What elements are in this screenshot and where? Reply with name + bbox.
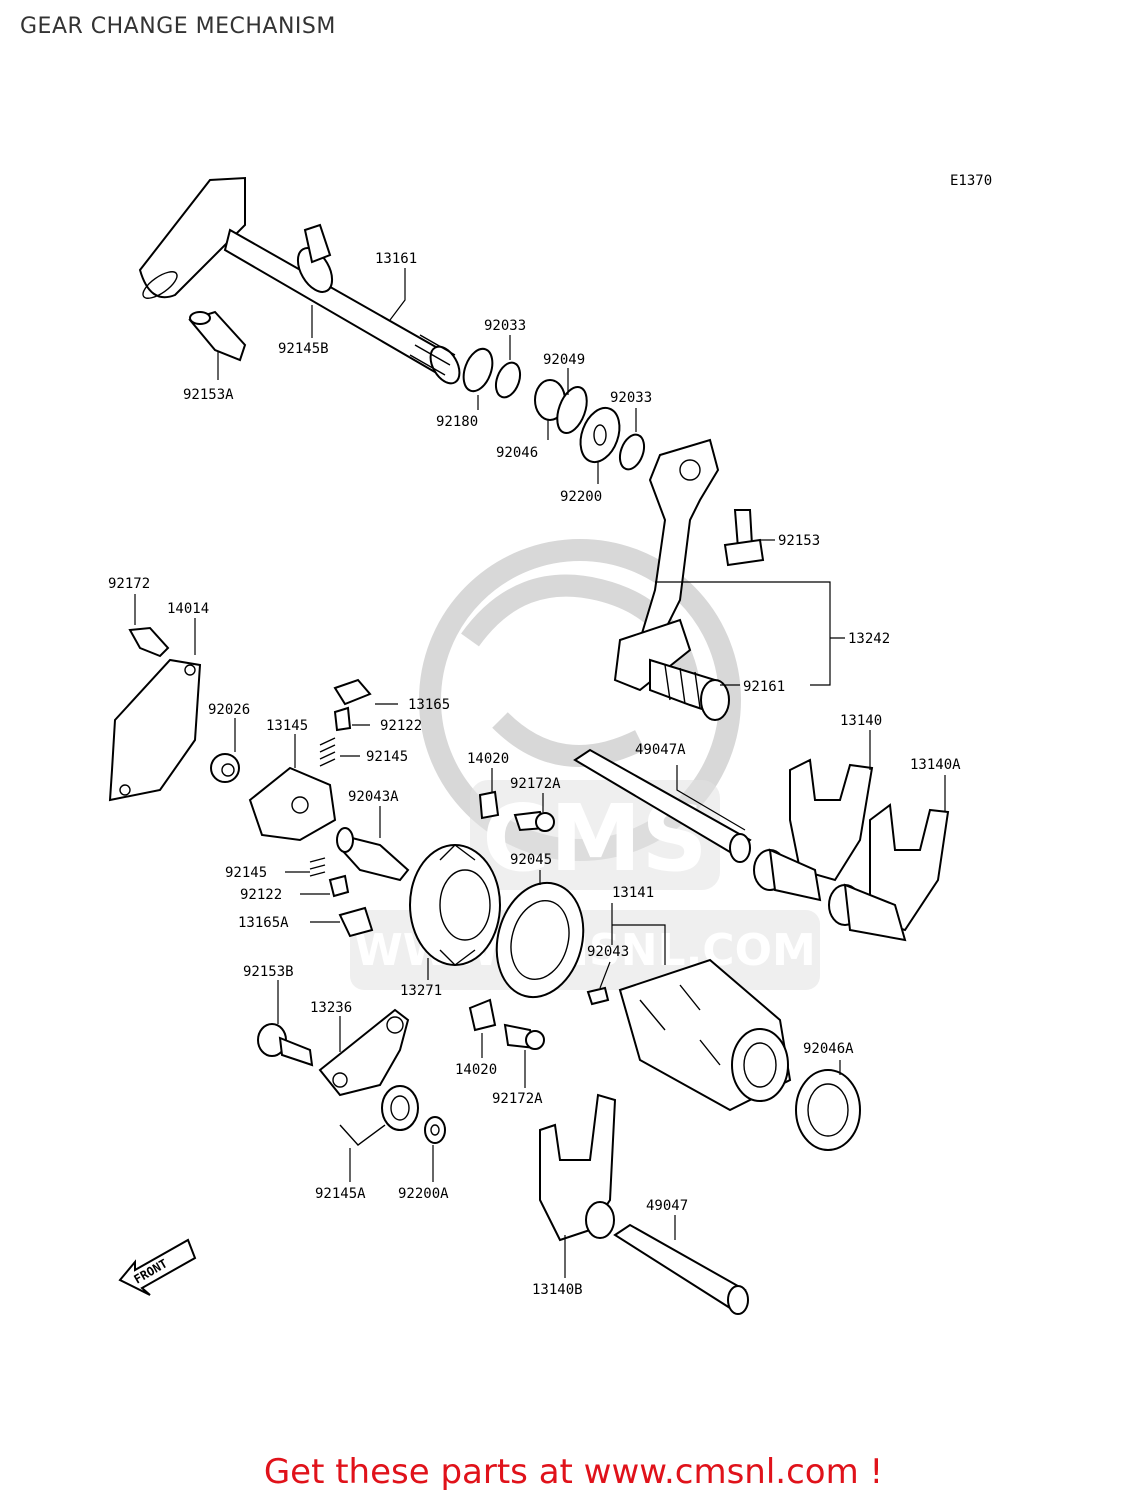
callout-14014: 14014 — [167, 601, 209, 617]
callout-13140: 13140 — [840, 713, 882, 729]
callout-92153A: 92153A — [183, 387, 234, 403]
diagram-code: E1370 — [950, 173, 992, 189]
bolt-92153 — [723, 509, 765, 567]
callout-92046A: 92046A — [803, 1041, 854, 1057]
shift-cam-13145 — [248, 766, 337, 842]
callout-49047A: 49047A — [635, 742, 686, 758]
callout-92033-upper: 92033 — [484, 318, 526, 334]
shift-shaft — [138, 176, 461, 385]
leader-lines — [134, 268, 946, 1278]
callout-13271: 13271 — [400, 983, 442, 999]
bolt-92172 — [128, 626, 170, 658]
shift-fork-13140B — [539, 1093, 617, 1242]
callout-49047: 49047 — [646, 1198, 688, 1214]
screw-92172A-upper — [513, 810, 555, 832]
callout-labels: 13161 92145B 92153A 92033 92180 92049 92… — [108, 251, 961, 1298]
callout-92145-upper: 92145 — [366, 749, 408, 765]
callout-92153: 92153 — [778, 533, 820, 549]
bearing-92045 — [495, 881, 585, 999]
plate-14014 — [108, 658, 202, 802]
shift-rod-49047 — [613, 1223, 749, 1315]
callout-13242: 13242 — [848, 631, 890, 647]
spring-pin-lower — [309, 857, 374, 938]
page-title: GEAR CHANGE MECHANISM — [20, 14, 336, 39]
callout-92033-lower: 92033 — [610, 390, 652, 406]
callout-13145: 13145 — [266, 718, 308, 734]
callout-92145B: 92145B — [278, 341, 329, 357]
callout-13161: 13161 — [375, 251, 417, 267]
pin-13165 — [319, 678, 372, 767]
callout-92145-lower: 92145 — [225, 865, 267, 881]
callout-92045: 92045 — [510, 852, 552, 868]
callout-92043: 92043 — [587, 944, 629, 960]
callout-13141: 13141 — [612, 885, 654, 901]
shift-fork-13140 — [753, 758, 874, 902]
callout-92161: 92161 — [743, 679, 785, 695]
collar-92026 — [210, 753, 240, 783]
stopper-14020-upper — [478, 790, 500, 820]
callout-92046: 92046 — [496, 445, 538, 461]
callout-92200A: 92200A — [398, 1186, 449, 1202]
washer-92200A — [424, 1116, 446, 1144]
callout-92172: 92172 — [108, 576, 150, 592]
footer-cta[interactable]: Get these parts at www.cmsnl.com ! — [263, 1452, 884, 1492]
callout-92200: 92200 — [560, 489, 602, 505]
front-arrow-icon: FRONT — [118, 1238, 197, 1296]
bolt-92153B — [257, 1023, 314, 1067]
callout-13140A: 13140A — [910, 757, 961, 773]
callout-92172A-lower: 92172A — [492, 1091, 543, 1107]
shift-rod-49047A — [573, 748, 752, 863]
pin-92043 — [586, 986, 610, 1006]
callout-92172A-upper: 92172A — [510, 776, 561, 792]
callout-92049: 92049 — [543, 352, 585, 368]
callout-14020-upper: 14020 — [467, 751, 509, 767]
pin-92043A — [336, 827, 410, 882]
shift-fork-13140A — [828, 803, 950, 942]
stopper-14020-lower — [468, 998, 497, 1032]
callout-92180: 92180 — [436, 414, 478, 430]
callout-92153B: 92153B — [243, 964, 294, 980]
callout-92026: 92026 — [208, 702, 250, 718]
callout-13165: 13165 — [408, 697, 450, 713]
callout-13140B: 13140B — [532, 1282, 583, 1298]
shift-pedal — [613, 438, 730, 721]
needle-bearing-92046A — [795, 1069, 861, 1151]
bolt-92153A — [188, 310, 247, 362]
arm-13236 — [318, 1008, 410, 1097]
washers-shaft — [462, 347, 646, 471]
callout-14020-lower: 14020 — [455, 1062, 497, 1078]
callout-92145A: 92145A — [315, 1186, 366, 1202]
screw-92172A-lower — [503, 1023, 545, 1050]
callout-13236: 13236 — [310, 1000, 352, 1016]
shift-drum — [618, 958, 792, 1112]
callout-92122-lower: 92122 — [240, 887, 282, 903]
callout-92122-upper: 92122 — [380, 718, 422, 734]
callout-13165A: 13165A — [238, 915, 289, 931]
spring-92145A — [339, 1085, 419, 1146]
drum-cam-13271 — [409, 844, 501, 966]
callout-92043A: 92043A — [348, 789, 399, 805]
